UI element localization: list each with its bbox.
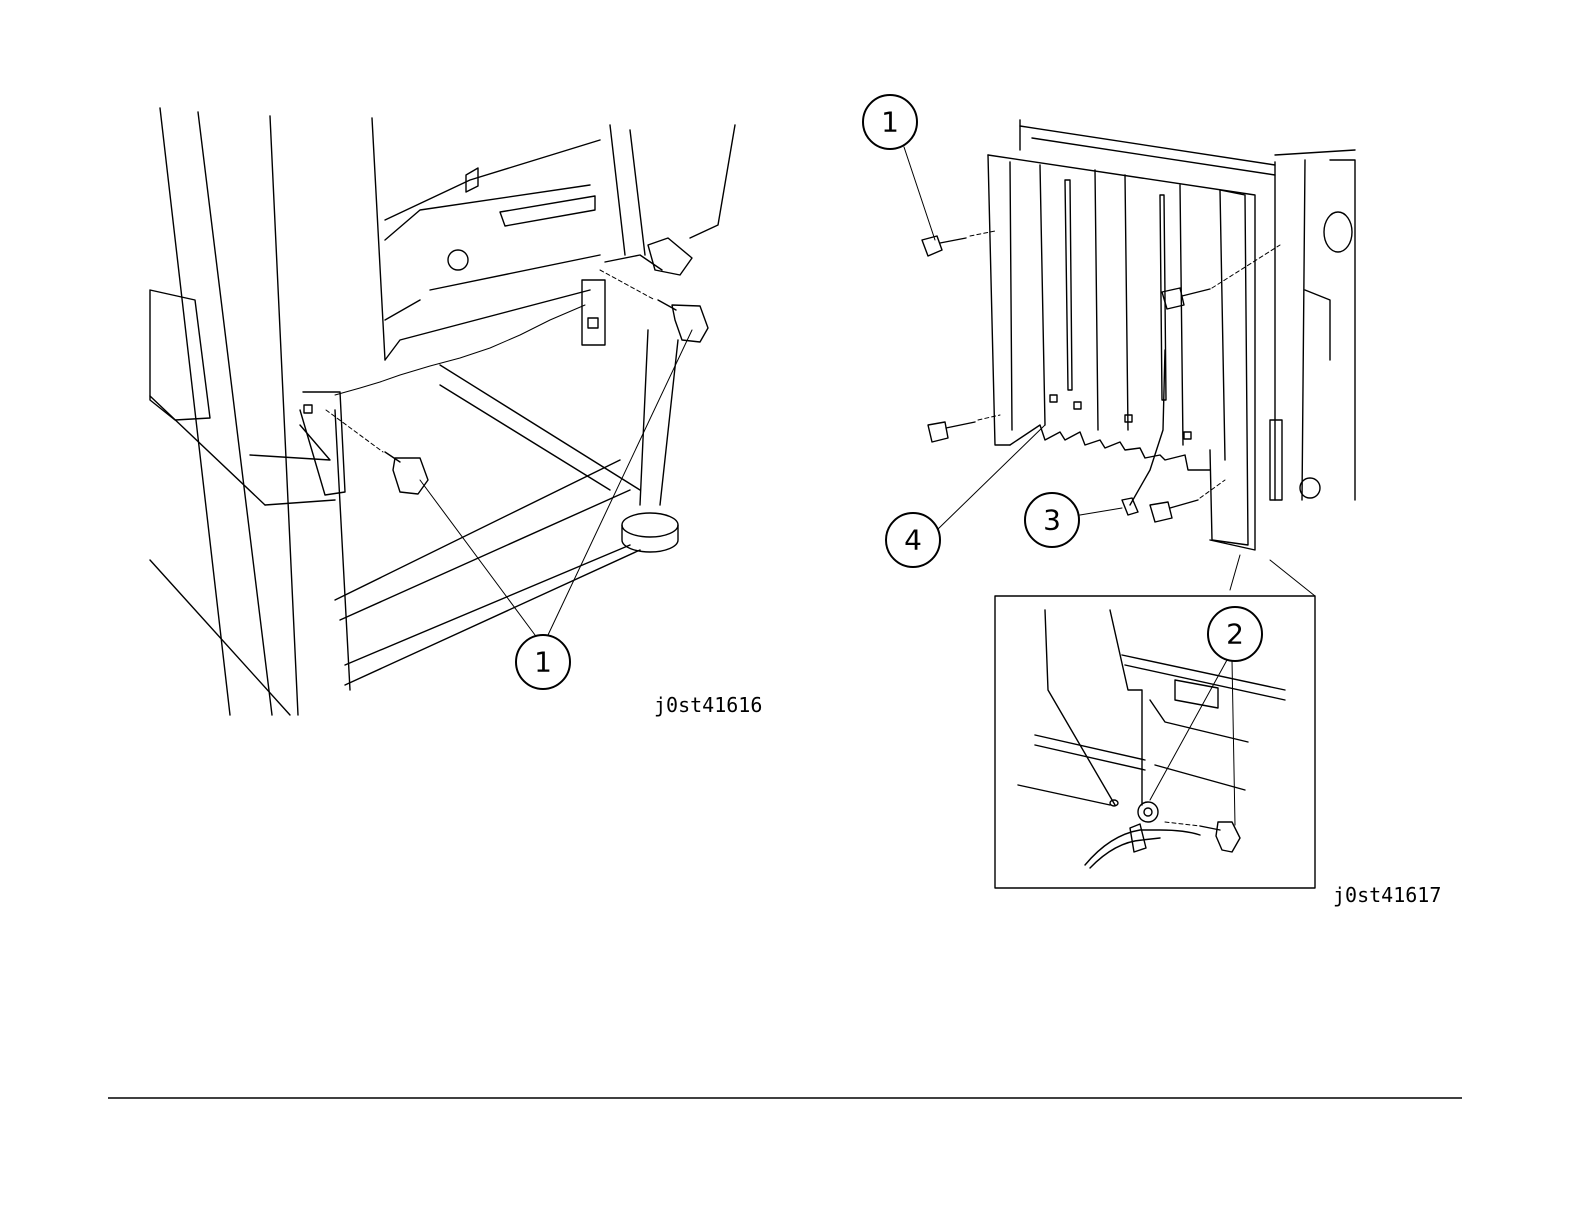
figure-right: 1 4 3 [863, 95, 1441, 907]
screw-bottom-right [1150, 480, 1225, 522]
figure-left-label: j0st41616 [654, 693, 762, 717]
callout-2-right-label: 2 [1226, 618, 1244, 651]
figure-right-label: j0st41617 [1333, 883, 1441, 907]
screw-bottom-left [928, 415, 1000, 442]
callout-2-right: 2 [1208, 607, 1262, 661]
callout-4-right: 4 [886, 513, 940, 567]
callout-1-right-label: 1 [881, 106, 899, 139]
detail-inset: 2 [995, 596, 1315, 888]
callout-3-right-label: 3 [1043, 504, 1061, 537]
callout-4-right-label: 4 [904, 524, 922, 557]
figure-left: 1 j0st41616 [150, 108, 762, 717]
callout-1-left-label: 1 [534, 646, 552, 679]
callout-1-right: 1 [863, 95, 917, 149]
callout-1-left: 1 [516, 635, 570, 689]
callout-3-right: 3 [1025, 493, 1079, 547]
